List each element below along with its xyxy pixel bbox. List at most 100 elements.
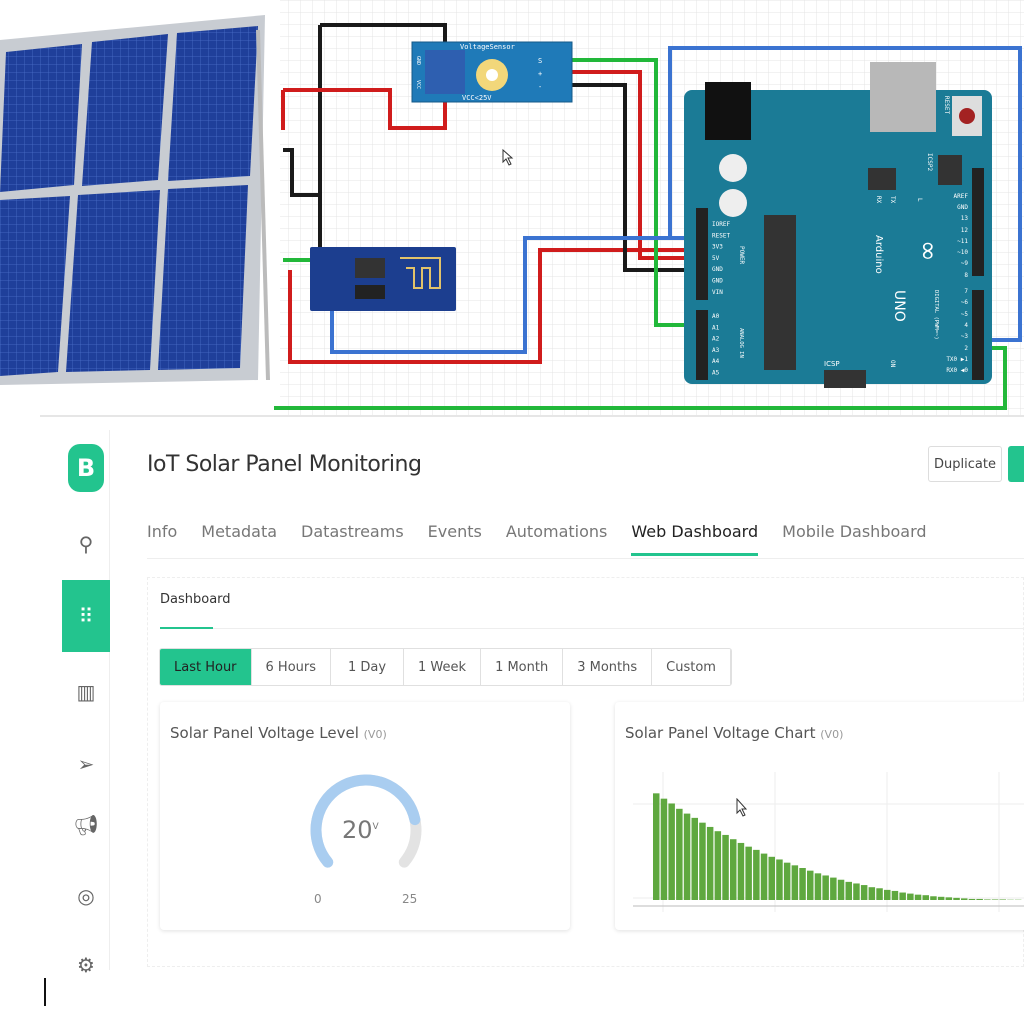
analog-header-label: ANALOG IN bbox=[738, 328, 744, 358]
bar bbox=[876, 888, 883, 900]
range-1-month[interactable]: 1 Month bbox=[481, 649, 564, 685]
divider bbox=[213, 628, 1024, 629]
bar bbox=[745, 846, 752, 900]
bar bbox=[868, 887, 876, 900]
bar bbox=[907, 893, 914, 900]
gauge-max: 25 bbox=[402, 892, 418, 906]
bar bbox=[845, 881, 852, 900]
chart-widget[interactable]: Solar Panel Voltage Chart (V0) bbox=[615, 702, 1024, 930]
bar bbox=[799, 868, 806, 900]
bar bbox=[753, 849, 760, 900]
digital-pin-label: 4 bbox=[964, 322, 968, 329]
tab-mobile-dashboard[interactable]: Mobile Dashboard bbox=[782, 522, 927, 541]
sidebar: B ⚲ ⠿ ▥ ➢ 📢︎ ◎ ⚙ bbox=[62, 430, 110, 977]
gauge-widget[interactable]: Solar Panel Voltage Level (V0) 20V 0 25 bbox=[160, 702, 570, 930]
dashboard-grid-icon[interactable]: ⠿ bbox=[62, 580, 110, 652]
sensor-terminal-label: VCC bbox=[415, 80, 421, 89]
range-3-months[interactable]: 3 Months bbox=[563, 649, 653, 685]
voltage-bar-chart bbox=[633, 772, 1024, 912]
led-label: ON bbox=[889, 360, 896, 368]
led-label: RX bbox=[875, 196, 882, 204]
lifebuoy-icon[interactable]: ◎ bbox=[77, 884, 95, 908]
bar bbox=[837, 879, 845, 900]
power-pin-label: 5V bbox=[712, 255, 720, 262]
bar bbox=[884, 889, 891, 900]
voltage-sensor-module: VoltageSensor VCC<25V bbox=[411, 41, 573, 103]
subtab-dashboard[interactable]: Dashboard bbox=[160, 592, 231, 607]
digital-pin-label: GND bbox=[957, 204, 968, 211]
digital-pin-label: ~11 bbox=[957, 238, 968, 245]
tab-events[interactable]: Events bbox=[427, 522, 482, 541]
range-custom[interactable]: Custom bbox=[652, 649, 731, 685]
range-1-week[interactable]: 1 Week bbox=[404, 649, 482, 685]
mouse-cursor-icon bbox=[736, 798, 748, 817]
bar bbox=[961, 898, 968, 900]
tab-metadata[interactable]: Metadata bbox=[201, 522, 278, 541]
sensor-pin-label: S bbox=[538, 57, 542, 65]
gauge-pin: (V0) bbox=[363, 728, 387, 741]
digital-pin-label: 13 bbox=[961, 215, 969, 222]
sensor-rating: VCC<25V bbox=[462, 94, 492, 102]
analog-pin-label: A5 bbox=[712, 370, 720, 377]
digital-pin-label: 12 bbox=[961, 227, 969, 234]
tab-datastreams[interactable]: Datastreams bbox=[301, 522, 404, 541]
digital-pin-label: 8 bbox=[964, 272, 968, 279]
bar bbox=[899, 892, 906, 900]
digital-pin-label: 7 bbox=[964, 288, 968, 295]
mouse-cursor-icon bbox=[502, 148, 514, 166]
svg-text:∞: ∞ bbox=[913, 240, 943, 262]
range-last-hour[interactable]: Last Hour bbox=[160, 649, 252, 685]
gauge-value: 20V bbox=[342, 816, 379, 844]
bar bbox=[968, 898, 976, 900]
bar bbox=[814, 873, 822, 900]
chart-pin: (V0) bbox=[820, 728, 844, 741]
send-icon[interactable]: ➢ bbox=[77, 752, 95, 776]
gauge-title: Solar Panel Voltage Level bbox=[170, 724, 359, 742]
megaphone-icon[interactable]: 📢︎ bbox=[73, 813, 99, 837]
digital-pin-label: ~10 bbox=[957, 249, 968, 256]
bar bbox=[714, 831, 722, 900]
bar bbox=[953, 897, 960, 900]
gauge-fill bbox=[310, 774, 421, 868]
bar bbox=[722, 834, 729, 900]
tab-info[interactable]: Info bbox=[147, 522, 178, 541]
blynk-dashboard: B ⚲ ⠿ ▥ ➢ 📢︎ ◎ ⚙ IoT Solar Panel Monitor… bbox=[0, 430, 1024, 977]
tabs: Info Metadata Datastreams Events Automat… bbox=[147, 522, 927, 556]
icsp2-label: ICSP2 bbox=[926, 153, 933, 171]
bar bbox=[668, 803, 675, 900]
bar bbox=[822, 875, 829, 900]
text-cursor bbox=[44, 978, 46, 1006]
gear-icon[interactable]: ⚙ bbox=[77, 953, 95, 977]
save-button[interactable] bbox=[1008, 446, 1024, 482]
tab-automations[interactable]: Automations bbox=[505, 522, 608, 541]
bar bbox=[783, 862, 791, 900]
blynk-logo[interactable]: B bbox=[68, 444, 104, 492]
arduino-model: UNO bbox=[891, 290, 907, 322]
bar bbox=[730, 839, 737, 900]
bar bbox=[937, 896, 945, 900]
esp8266-wifi-module bbox=[310, 247, 456, 311]
power-pin-label: VIN bbox=[712, 289, 723, 296]
range-6-hours[interactable]: 6 Hours bbox=[252, 649, 332, 685]
range-1-day[interactable]: 1 Day bbox=[331, 649, 405, 685]
analog-pin-label: A0 bbox=[712, 313, 720, 320]
sensor-label: VoltageSensor bbox=[460, 43, 515, 51]
arduino-uno-board: ∞ Arduino UNO ICSP IOREFRESET3V35VGNDGND… bbox=[684, 62, 992, 388]
duplicate-button[interactable]: Duplicate bbox=[928, 446, 1002, 482]
bar bbox=[860, 885, 868, 900]
bar bbox=[999, 899, 1006, 900]
sensor-pin-label: + bbox=[538, 70, 542, 78]
building-icon[interactable]: ▥ bbox=[76, 680, 96, 704]
search-icon[interactable]: ⚲ bbox=[78, 532, 94, 556]
digital-pin-label: AREF bbox=[954, 193, 969, 200]
bar bbox=[683, 813, 691, 900]
digital-pin-label: ~9 bbox=[961, 260, 969, 267]
sensor-pin-label: - bbox=[538, 83, 542, 91]
analog-pin-label: A1 bbox=[712, 324, 720, 331]
power-pin-label: GND bbox=[712, 278, 723, 285]
digital-pin-label: RX0 ◀0 bbox=[946, 367, 968, 374]
bar bbox=[706, 826, 714, 900]
led-label: L bbox=[916, 198, 923, 202]
tab-web-dashboard[interactable]: Web Dashboard bbox=[631, 522, 759, 556]
bar bbox=[737, 842, 745, 900]
